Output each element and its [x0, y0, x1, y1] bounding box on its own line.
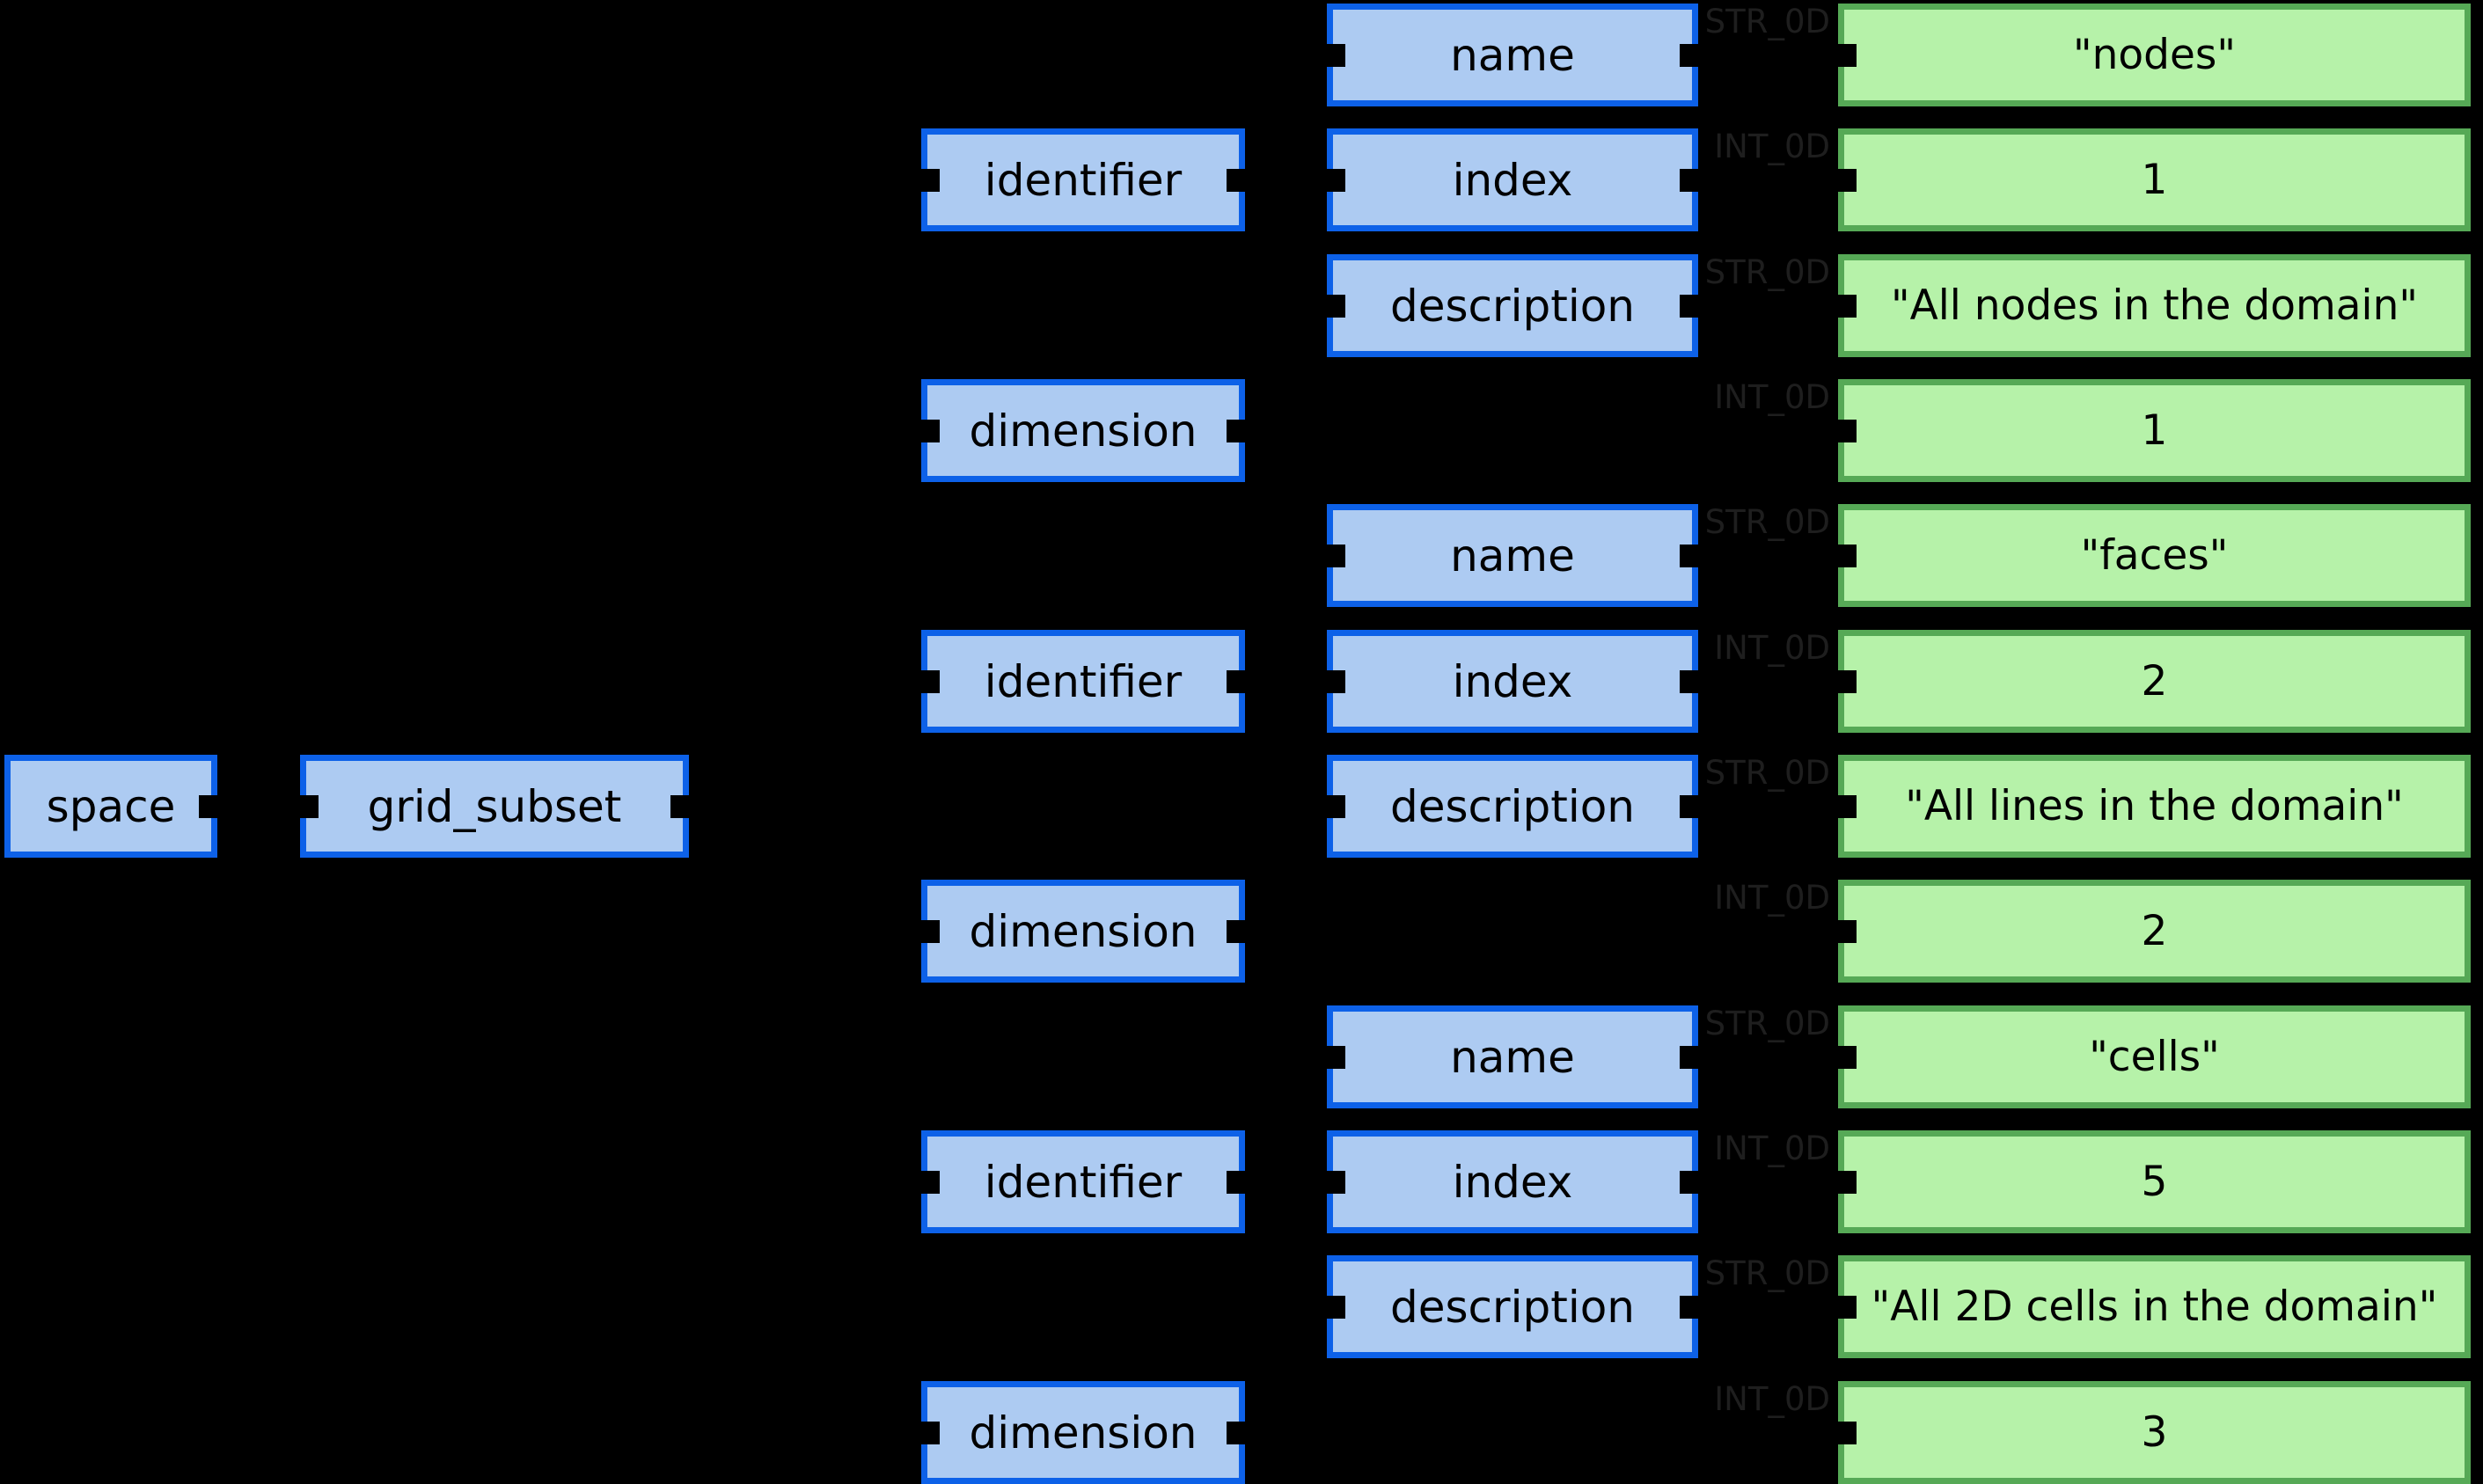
value-name-1: "nodes": [1838, 4, 2471, 106]
edge-type-label: STR_0D: [1704, 1254, 1830, 1292]
edge-type-label: INT_0D: [1714, 128, 1830, 165]
node-index-2: index: [1327, 630, 1698, 733]
node-name-2: name: [1327, 504, 1698, 607]
node-name-3: name: [1327, 1005, 1698, 1108]
edge-type-label: STR_0D: [1704, 503, 1830, 541]
value-index-2: 2: [1838, 630, 2471, 733]
node-space: space: [4, 755, 217, 858]
value-name-3: "cells": [1838, 1005, 2471, 1108]
edge-type-label: STR_0D: [1704, 1005, 1830, 1042]
edge-type-label: STR_0D: [1704, 754, 1830, 792]
node-description-1: description: [1327, 254, 1698, 357]
node-description-2: description: [1327, 755, 1698, 858]
node-index-1: index: [1327, 128, 1698, 231]
node-dimension-3: dimension: [921, 1381, 1245, 1484]
node-identifier-2: identifier: [921, 630, 1245, 733]
value-dimension-2: 2: [1838, 880, 2471, 983]
value-index-3: 5: [1838, 1130, 2471, 1233]
value-description-3: "All 2D cells in the domain": [1838, 1255, 2471, 1358]
edge-type-label: STR_0D: [1704, 253, 1830, 291]
edge-type-label: INT_0D: [1714, 378, 1830, 416]
edge-type-label: INT_0D: [1714, 629, 1830, 667]
edge-type-label: INT_0D: [1714, 1129, 1830, 1167]
node-index-3: index: [1327, 1130, 1698, 1233]
node-dimension-1: dimension: [921, 379, 1245, 482]
value-dimension-1: 1: [1838, 379, 2471, 482]
edge-type-label: STR_0D: [1704, 3, 1830, 40]
value-description-1: "All nodes in the domain": [1838, 254, 2471, 357]
edge-type-label: INT_0D: [1714, 879, 1830, 917]
value-description-2: "All lines in the domain": [1838, 755, 2471, 858]
node-identifier-1: identifier: [921, 128, 1245, 231]
value-index-1: 1: [1838, 128, 2471, 231]
value-dimension-3: 3: [1838, 1381, 2471, 1484]
node-description-3: description: [1327, 1255, 1698, 1358]
node-identifier-3: identifier: [921, 1130, 1245, 1233]
edge-type-label: INT_0D: [1714, 1380, 1830, 1418]
node-dimension-2: dimension: [921, 880, 1245, 983]
value-name-2: "faces": [1838, 504, 2471, 607]
node-grid-subset: grid_subset: [300, 755, 689, 858]
node-name-1: name: [1327, 4, 1698, 106]
